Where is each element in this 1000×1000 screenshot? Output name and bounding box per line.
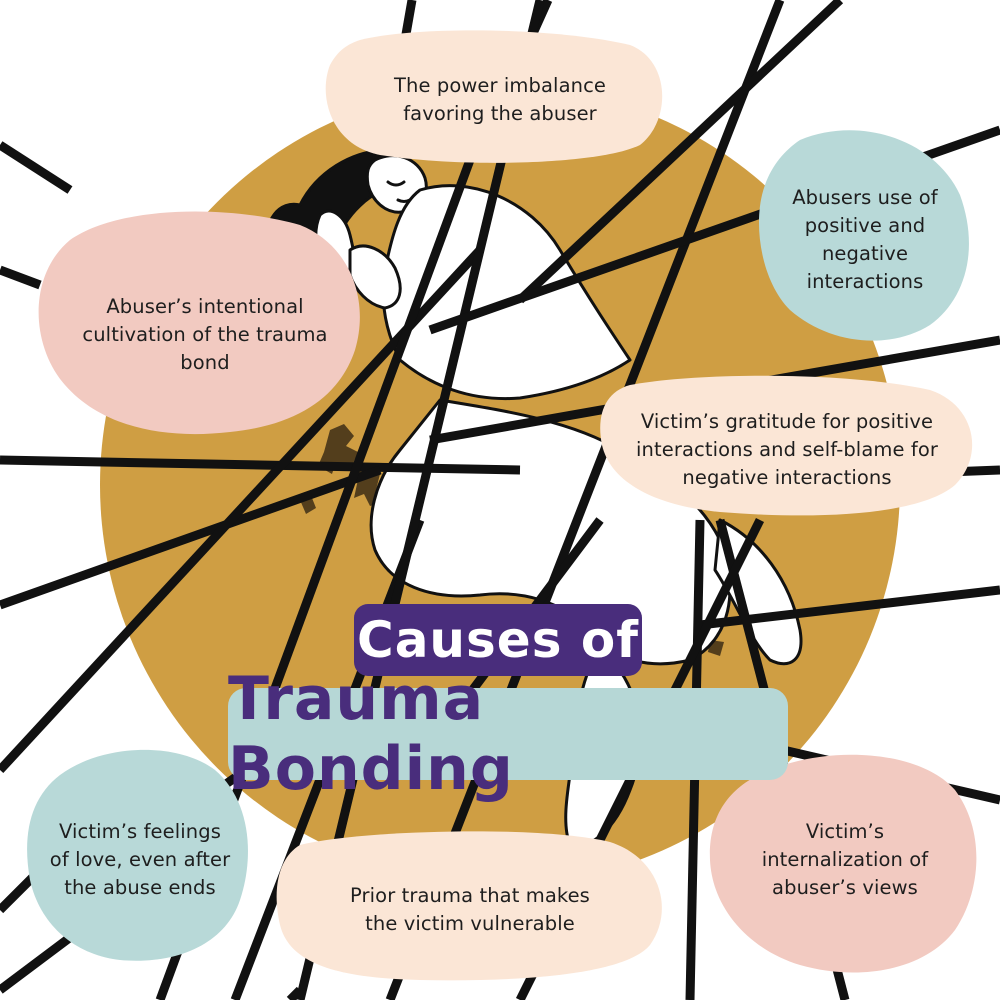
cause-love-text: Victim’s feelings of love, even after th…: [49, 820, 231, 899]
cause-internalization-text: Victim’s internalization of abuser’s vie…: [761, 820, 929, 899]
title-causes-of: Causes of: [354, 604, 642, 676]
cause-positive-negative-text: Abusers use of positive and negative int…: [792, 186, 938, 293]
blob-positive-negative: [758, 130, 969, 341]
cause-cultivation-text: Abuser’s intentional cultivation of the …: [82, 295, 328, 374]
cause-blobs: [27, 30, 977, 981]
blob-power: [325, 30, 663, 163]
cause-gratitude-text: Victim’s gratitude for positive interact…: [636, 410, 938, 489]
cause-power-text: The power imbalance favoring the abuser: [393, 74, 607, 125]
blob-internalization: [709, 754, 977, 973]
blob-love: [27, 749, 248, 961]
cause-prior-trauma-text: Prior trauma that makes the victim vulne…: [350, 884, 590, 935]
title-trauma-bonding: Trauma Bonding: [228, 664, 788, 804]
blob-cultivation: [38, 211, 360, 435]
feet: [713, 518, 803, 666]
blob-prior-trauma: [276, 831, 662, 981]
blob-gratitude: [600, 375, 973, 516]
